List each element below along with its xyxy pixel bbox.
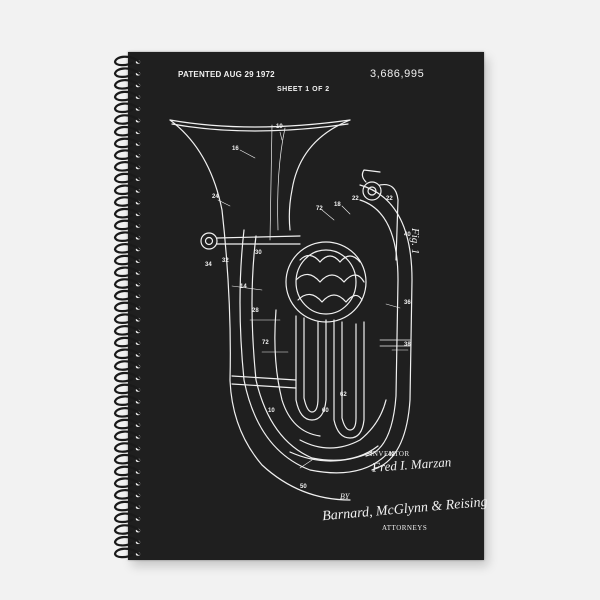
svg-text:36: 36 (404, 300, 411, 306)
spiral-coil (113, 243, 141, 254)
spiral-coil (113, 524, 141, 535)
svg-text:62: 62 (340, 392, 347, 398)
spiral-coil (113, 79, 141, 90)
svg-text:28: 28 (252, 308, 259, 314)
spiral-coil (113, 535, 141, 547)
svg-text:10: 10 (268, 408, 275, 414)
svg-text:72: 72 (316, 206, 323, 212)
svg-text:24: 24 (212, 194, 219, 200)
spiral-coil (113, 360, 141, 371)
spiral-coil (113, 149, 141, 160)
svg-text:16: 16 (232, 146, 239, 152)
bell-right-edge (288, 119, 351, 231)
inventor-caption: INVENTOR (370, 450, 410, 458)
patented-date-label: PATENTED AUG 29 1972 (178, 70, 275, 79)
svg-text:18: 18 (334, 202, 341, 208)
spiral-coil (113, 430, 141, 442)
spiral-coil (113, 395, 141, 406)
spiral-coil (113, 278, 141, 289)
main-bow-outer (359, 184, 413, 471)
attorneys-caption: ATTORNEYS (382, 524, 428, 532)
spiral-coil (113, 489, 141, 500)
bell-rim (169, 119, 351, 128)
spiral-coil (113, 512, 141, 524)
svg-text:50: 50 (300, 484, 307, 490)
sheet-number-label: SHEET 1 OF 2 (277, 86, 330, 93)
svg-text:22: 22 (386, 196, 393, 202)
spiral-coil (113, 55, 141, 67)
svg-text:22: 22 (352, 196, 359, 202)
spiral-coil (113, 184, 141, 196)
spiral-coil (113, 125, 141, 137)
spiral-coil (113, 465, 141, 477)
spiral-coil (113, 325, 141, 336)
spiral-coil (113, 313, 141, 324)
spiral-coil (113, 196, 141, 207)
bell-rim-inner (171, 123, 349, 132)
spiral-coil (113, 231, 141, 242)
spiral-coil (113, 547, 141, 559)
spiral-coil (113, 161, 141, 172)
spiral-coil (113, 477, 141, 488)
top-coil (362, 181, 382, 201)
valve-slides (295, 315, 327, 421)
valve-cluster (285, 241, 367, 323)
by-caption: BY (340, 492, 350, 501)
spiral-coil (113, 348, 141, 360)
svg-text:72: 72 (262, 340, 269, 346)
spiral-coil (113, 219, 141, 231)
body-outer (239, 229, 387, 474)
spiral-coil (113, 114, 141, 125)
main-bow-inner (359, 199, 399, 457)
svg-text:42: 42 (388, 452, 395, 458)
spiral-coil (113, 289, 141, 301)
svg-text:60: 60 (322, 408, 329, 414)
spiral-coil (113, 383, 141, 395)
spiral-binding (113, 55, 141, 559)
spiral-coil (113, 67, 141, 78)
svg-text:34: 34 (205, 262, 212, 268)
spiral-coil (113, 266, 141, 278)
svg-text:32: 32 (222, 258, 229, 264)
spiral-coil (113, 301, 141, 313)
spiral-coil (113, 207, 141, 219)
spiral-coil (113, 172, 141, 184)
spiral-coil (113, 90, 141, 102)
spiral-coil (113, 102, 141, 114)
svg-text:40: 40 (404, 232, 411, 238)
spiral-coil (113, 500, 141, 512)
spiral-coil (113, 371, 141, 383)
patent-number: 3,686,995 (370, 68, 425, 80)
bell-left-edge (169, 119, 351, 501)
spiral-coil (113, 418, 141, 430)
spiral-coil (113, 453, 141, 465)
svg-text:14: 14 (240, 284, 247, 290)
svg-text:10: 10 (276, 124, 283, 130)
svg-text:38: 38 (404, 342, 411, 348)
spiral-coil (113, 137, 141, 149)
spiral-coil (113, 254, 141, 266)
body-inner (251, 235, 379, 461)
spiral-coil (113, 407, 141, 418)
svg-text:30: 30 (255, 250, 262, 256)
figure-label: Fig. 1 (409, 228, 421, 255)
spiral-coil (113, 336, 141, 348)
mouthpiece (200, 232, 218, 250)
spiral-coil (113, 442, 141, 453)
